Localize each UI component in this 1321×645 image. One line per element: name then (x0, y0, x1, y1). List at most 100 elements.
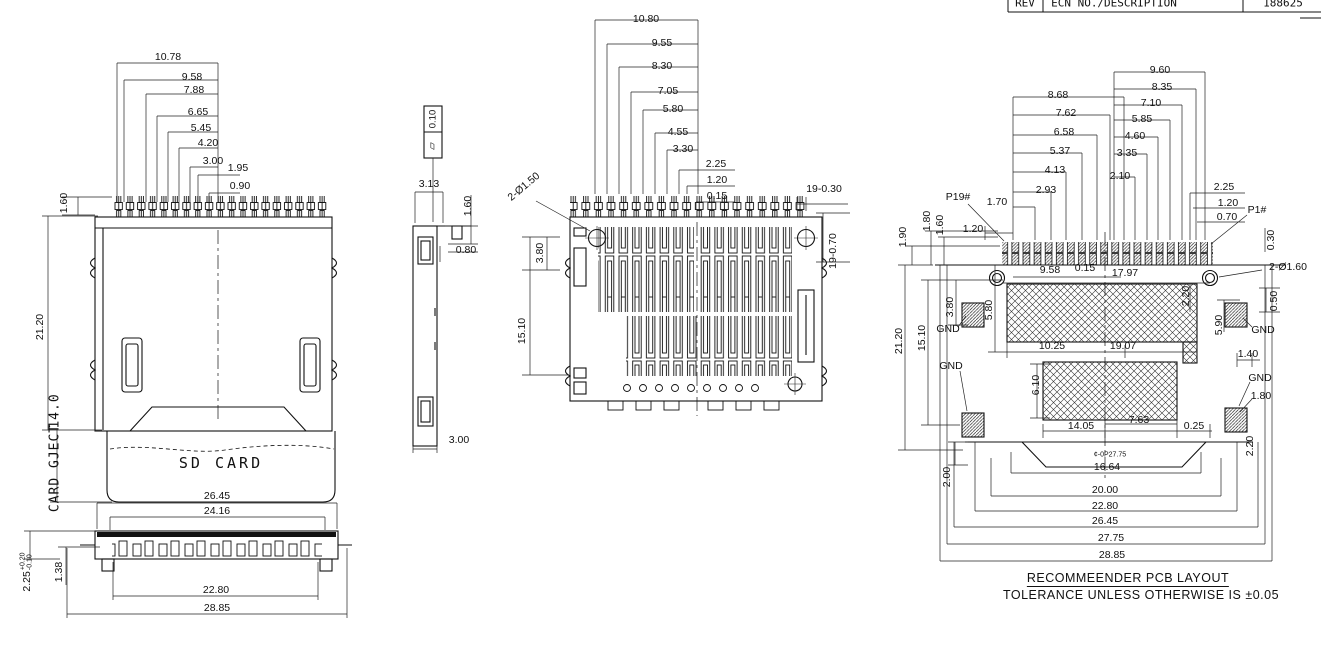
dim-label: 2.10 (1109, 169, 1131, 182)
dim-label: 7.05 (657, 84, 679, 97)
dim-label: 28.85 (1098, 548, 1126, 561)
dim-label: 0.10 (427, 109, 439, 129)
dim-label: 0.15 (1074, 261, 1096, 274)
dim-label: 1.90 (896, 226, 909, 248)
side-view (412, 105, 471, 447)
dim-label: 1.38 (52, 561, 65, 583)
dim-label: 5.90 (1212, 314, 1225, 336)
gnd-label: GND (1248, 371, 1272, 384)
pin-row (570, 196, 808, 217)
dim-label: 1.80 (1250, 389, 1272, 402)
hole-callout: 2-Ø1.60 (1269, 260, 1307, 273)
card-break-line (109, 444, 335, 452)
gnd-label: GND (1251, 323, 1275, 336)
dim-label: 26.45 (203, 489, 231, 502)
contact-group (626, 316, 792, 376)
dim-label: 1.20 (1217, 196, 1239, 209)
dim-label: 9.55 (651, 36, 673, 49)
dim-label: 9.60 (1149, 63, 1171, 76)
pad-row (1002, 242, 1213, 265)
dim-label: 1.20 (706, 173, 728, 186)
pcb-layout-view (935, 232, 1286, 478)
dim-label: 2.20 (1179, 285, 1192, 307)
gnd-pad (961, 302, 985, 328)
rev-table-date-cell: 188625 (1263, 0, 1303, 10)
mount-hole (1201, 269, 1219, 287)
dim-label: 24.16 (203, 504, 231, 517)
dim-label: 1.60 (57, 192, 70, 214)
dim-label: 21.20 (892, 327, 905, 355)
dim-label: 7.62 (1055, 106, 1077, 119)
sd-card-label: SD CARD (178, 454, 264, 472)
contact-group (598, 227, 694, 312)
dim-label: 6.10 (1029, 374, 1042, 396)
dim-label: 1.60 (461, 195, 474, 217)
dim-label: 0.90 (229, 179, 251, 192)
card-eject-label: CARD GJECT (47, 423, 63, 513)
gnd-label: GND (939, 359, 963, 372)
keepout-area (1006, 283, 1198, 343)
dim-label: 4.13 (1044, 163, 1066, 176)
dim-label: 1.95 (227, 161, 249, 174)
dim-label: 3.13 (418, 177, 440, 190)
dim-label: 1.40 (1237, 347, 1259, 360)
dim-label: 1.20 (962, 222, 984, 235)
tolerance-note: TOLERANCE UNLESS OTHERWISE IS ±0.05 (1002, 588, 1280, 602)
pin19-label: P19# (945, 190, 971, 203)
dim-label: 0.70 (1216, 210, 1238, 223)
rev-table-ecn-cell: ECN NO./DESCRIPTION (1051, 0, 1177, 10)
flatness-symbol: ▱ (427, 142, 438, 150)
top-dimension-lines (522, 19, 850, 376)
mount-post (101, 558, 115, 572)
dim-label: 21.20 (33, 313, 46, 341)
card-slot (299, 337, 321, 393)
rev-table-lines (1007, 0, 1321, 19)
dim-label: 4.20 (197, 136, 219, 149)
dim-label: 0.30 (1264, 229, 1277, 251)
dim-label: 4.55 (667, 125, 689, 138)
sd-card-outline (106, 431, 336, 503)
dim-label: 22.80 (1091, 499, 1119, 512)
dim-label: 3.80 (533, 242, 546, 264)
dim-label: 10.78 (154, 50, 182, 63)
dim-label: 3.00 (202, 154, 224, 167)
height-tolerance-dim: 2.25+0.20-0.10 (19, 552, 34, 592)
dim-label: 6.58 (1053, 125, 1075, 138)
dim-label: 15.10 (915, 324, 928, 352)
gnd-pad (1224, 302, 1248, 328)
dim-label: 7.10 (1140, 96, 1162, 109)
pin1-label: P1# (1247, 203, 1267, 216)
dim-label: 3.30 (672, 142, 694, 155)
bottom-dimension-lines (24, 502, 348, 618)
dim-label: 0.80 (455, 243, 477, 256)
dim-label: 3.00 (448, 433, 470, 446)
dim-label: 19-0.70 (826, 233, 839, 269)
dim-label: 1.70 (986, 195, 1008, 208)
dim-label: 22.80 (202, 583, 230, 596)
card-opening (965, 441, 1253, 468)
front-view (89, 196, 338, 503)
dim-label: 10.80 (632, 12, 660, 25)
dim-label: 9.58 (1039, 263, 1061, 276)
dim-label: 8.35 (1151, 80, 1173, 93)
dim-label: 7.88 (183, 83, 205, 96)
dim-label: 2.93 (1035, 183, 1057, 196)
dim-label: 26.45 (1091, 514, 1119, 527)
dim-label: 14.05 (1067, 419, 1095, 432)
dim-label: 2.25 (705, 157, 727, 170)
dim-label: 3.80 (943, 296, 956, 318)
dim-label: 17.97 (1111, 266, 1139, 279)
centerline-callout: ¢-0P27.75 (1093, 451, 1127, 459)
bottom-tabs (607, 400, 780, 411)
dim-label: 5.37 (1049, 144, 1071, 157)
dim-label: 5.80 (662, 102, 684, 115)
bottom-holes (623, 384, 759, 392)
dim-label: 20.00 (1091, 483, 1119, 496)
dim-label: 5.85 (1131, 112, 1153, 125)
dim-label: 6.65 (187, 105, 209, 118)
gnd-pad (961, 412, 985, 438)
dim-label: 15.10 (515, 317, 528, 345)
